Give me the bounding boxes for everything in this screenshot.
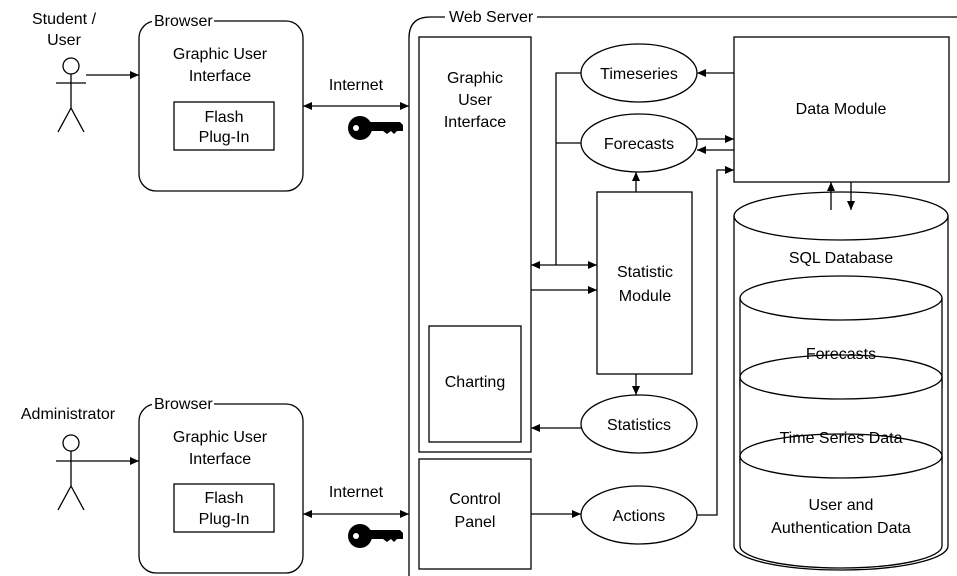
browser-top-title: Browser (154, 13, 213, 30)
admin-stick-figure-icon (56, 434, 86, 511)
db-timeseries-label: Time Series Data (780, 430, 903, 447)
control-panel-1: Control (449, 491, 501, 508)
student-stick-figure-icon (56, 57, 86, 133)
statistics-label: Statistics (607, 417, 671, 434)
student-label: Student / (32, 11, 97, 28)
key-icon-top (348, 116, 403, 140)
browser-top-plugin-1: Flash (204, 109, 243, 126)
server-gui-1: Graphic (447, 70, 503, 87)
actions-label: Actions (613, 508, 665, 525)
browser-top-gui-2: Interface (189, 68, 251, 85)
browser-top-gui-1: Graphic User (173, 46, 268, 63)
administrator-label: Administrator (21, 406, 116, 423)
web-server-title: Web Server (449, 9, 534, 26)
server-gui-2: User (458, 92, 492, 109)
browser-bottom-plugin-box (173, 483, 275, 533)
timeseries-label: Timeseries (600, 66, 678, 83)
forecasts-label: Forecasts (604, 136, 674, 153)
statistics-ellipse (580, 394, 698, 454)
sql-database-cylinder (733, 191, 949, 571)
browser-bottom-gui-2: Interface (189, 451, 251, 468)
sql-database-label: SQL Database (789, 250, 893, 267)
control-panel-2: Panel (455, 514, 496, 531)
internet-top-label: Internet (329, 77, 384, 94)
db-users-cylinder (739, 433, 943, 569)
db-users-label-1: User and (809, 497, 874, 514)
internet-bottom-label: Internet (329, 484, 384, 501)
browser-bottom-box (138, 403, 304, 574)
browser-top-plugin-box (173, 101, 275, 151)
key-icon-bottom (348, 524, 403, 548)
browser-bottom-plugin-1: Flash (204, 490, 243, 507)
browser-top-plugin-2: Plug-In (199, 129, 250, 146)
server-gui-3: Interface (444, 114, 506, 131)
browser-bottom-title: Browser (154, 396, 213, 413)
statistic-module-box (596, 191, 693, 375)
server-gui-box (418, 36, 532, 453)
charting-box (428, 325, 522, 443)
charting-label: Charting (445, 374, 505, 391)
browser-bottom-gui-1: Graphic User (173, 429, 268, 446)
statistic-module-1: Statistic (617, 264, 673, 281)
db-forecasts-label: Forecasts (806, 346, 876, 363)
student-label-2: User (47, 32, 81, 49)
browser-bottom-plugin-2: Plug-In (199, 511, 250, 528)
data-module-label: Data Module (796, 101, 887, 118)
data-module-box (733, 36, 950, 183)
web-server-frame (408, 16, 957, 576)
db-users-label-2: Authentication Data (771, 520, 911, 537)
statistic-module-2: Module (619, 288, 672, 305)
